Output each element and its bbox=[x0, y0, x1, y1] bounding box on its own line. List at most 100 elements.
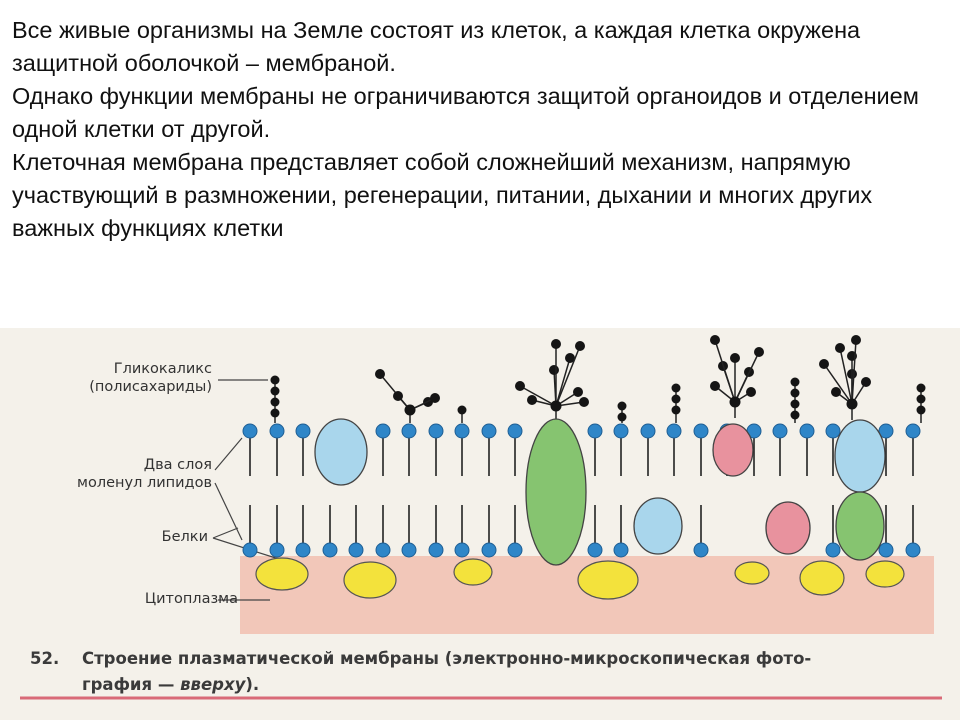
lipid-head bbox=[640, 423, 656, 439]
caption-line2-c: ). bbox=[245, 675, 260, 694]
lipid-head bbox=[375, 542, 391, 558]
lipid-head bbox=[825, 542, 841, 558]
lipid-head bbox=[507, 542, 523, 558]
cytoplasm-inclusion bbox=[255, 557, 309, 591]
glycocalyx-sugar bbox=[846, 398, 858, 410]
protein-pink bbox=[765, 501, 811, 555]
glycocalyx-sugar bbox=[375, 369, 385, 379]
lipid-head bbox=[428, 423, 444, 439]
lipid-head bbox=[878, 542, 894, 558]
glycocalyx-sugar bbox=[746, 387, 756, 397]
glycocalyx-sugar bbox=[671, 383, 681, 393]
glycocalyx-sugar bbox=[404, 404, 416, 416]
lipid-head bbox=[666, 423, 682, 439]
glycocalyx-sugar bbox=[916, 383, 926, 393]
glycocalyx-sugar bbox=[790, 377, 800, 387]
glycocalyx-branch bbox=[555, 357, 571, 407]
lipid-head bbox=[799, 423, 815, 439]
glycocalyx-sugar bbox=[671, 394, 681, 404]
glycocalyx-sugar bbox=[550, 400, 562, 412]
glycocalyx-sugar bbox=[671, 405, 681, 415]
membrane-figure: Гликокаликс (полисахариды) Два слоя моле… bbox=[0, 328, 960, 720]
glycocalyx-sugar bbox=[575, 341, 585, 351]
glycocalyx-branch bbox=[734, 351, 760, 403]
intro-paragraph-1: Все живые организмы на Земле состоят из … bbox=[12, 17, 861, 76]
lipid-head bbox=[322, 542, 338, 558]
lipid-head bbox=[295, 423, 311, 439]
lipid-head bbox=[825, 423, 841, 439]
lipid-head bbox=[905, 423, 921, 439]
cytoplasm-inclusion bbox=[577, 560, 639, 600]
glycocalyx-sugar bbox=[515, 381, 525, 391]
glycocalyx-sugar bbox=[270, 375, 280, 385]
cytoplasm-inclusion bbox=[865, 560, 905, 588]
figure-caption: 52. Строение плазматической мембраны (эле… bbox=[30, 646, 811, 698]
lipid-head bbox=[905, 542, 921, 558]
lipid-head bbox=[587, 423, 603, 439]
glycocalyx-sugar bbox=[790, 399, 800, 409]
glycocalyx-sugar bbox=[617, 401, 627, 411]
lipid-pointer-bottom bbox=[214, 482, 243, 541]
lipid-head bbox=[693, 423, 709, 439]
lipid-head bbox=[587, 542, 603, 558]
glycocalyx-sugar bbox=[270, 386, 280, 396]
protein-blue bbox=[314, 418, 368, 486]
glycocalyx-sugar bbox=[549, 365, 559, 375]
label-cytoplasm: Цитоплазма bbox=[144, 591, 238, 607]
glycocalyx-sugar bbox=[729, 396, 741, 408]
lipid-head bbox=[401, 423, 417, 439]
glycocalyx-branch bbox=[823, 363, 853, 405]
label-proteins: Белки bbox=[161, 529, 208, 545]
lipid-head bbox=[878, 423, 894, 439]
lipid-head bbox=[242, 423, 258, 439]
caption-line2-a: графия — bbox=[82, 675, 181, 694]
glycocalyx-sugar bbox=[754, 347, 764, 357]
label-lipids-line1: Два слоя bbox=[143, 457, 212, 473]
lipid-head bbox=[454, 423, 470, 439]
lipid-head bbox=[481, 542, 497, 558]
glycocalyx-sugar bbox=[457, 405, 467, 415]
intro-paragraph-2: Однако функции мембраны не ограничиваютс… bbox=[12, 83, 919, 142]
glycocalyx-sugar bbox=[565, 353, 575, 363]
caption-line1: Строение плазматической мембраны (электр… bbox=[82, 649, 812, 668]
glycocalyx-sugar bbox=[573, 387, 583, 397]
lipid-head bbox=[613, 423, 629, 439]
glycocalyx-sugar bbox=[730, 353, 740, 363]
glycocalyx-sugar bbox=[270, 397, 280, 407]
lipid-head bbox=[613, 542, 629, 558]
lipid-head bbox=[348, 542, 364, 558]
protein-green bbox=[835, 491, 885, 561]
glycocalyx-branch bbox=[851, 339, 857, 405]
protein-green-large bbox=[525, 418, 587, 566]
label-glycocalyx-line2: (полисахариды) bbox=[89, 379, 212, 395]
lipid-head bbox=[269, 542, 285, 558]
label-lipids-line2: моленул липидов bbox=[77, 475, 212, 491]
cytoplasm-inclusion bbox=[799, 560, 845, 596]
glycocalyx-sugar bbox=[617, 412, 627, 422]
glycocalyx-sugar bbox=[851, 335, 861, 345]
protein-pointer-1 bbox=[212, 527, 239, 539]
intro-paragraph-3: Клеточная мембрана представляет собой сл… bbox=[12, 149, 873, 241]
glycocalyx-sugar bbox=[819, 359, 829, 369]
lipid-head bbox=[295, 542, 311, 558]
lipid-head bbox=[772, 423, 788, 439]
lipid-head bbox=[269, 423, 285, 439]
protein-blue bbox=[633, 497, 683, 555]
glycocalyx-sugar bbox=[710, 381, 720, 391]
lipid-head bbox=[401, 542, 417, 558]
membrane-diagram bbox=[20, 335, 942, 700]
glycocalyx-sugar bbox=[916, 405, 926, 415]
glycocalyx-sugar bbox=[710, 335, 720, 345]
protein-pink bbox=[712, 423, 754, 477]
cytoplasm-inclusion bbox=[453, 558, 493, 586]
glycocalyx-sugar bbox=[579, 397, 589, 407]
glycocalyx-branch bbox=[555, 345, 581, 407]
lipid-head bbox=[242, 542, 258, 558]
glycocalyx-sugar bbox=[270, 408, 280, 418]
glycocalyx-sugar bbox=[835, 343, 845, 353]
glycocalyx-sugar bbox=[861, 377, 871, 387]
glycocalyx-sugar bbox=[790, 410, 800, 420]
glycocalyx-sugar bbox=[430, 393, 440, 403]
glycocalyx-sugar bbox=[831, 387, 841, 397]
caption-number: 52. bbox=[30, 649, 60, 668]
